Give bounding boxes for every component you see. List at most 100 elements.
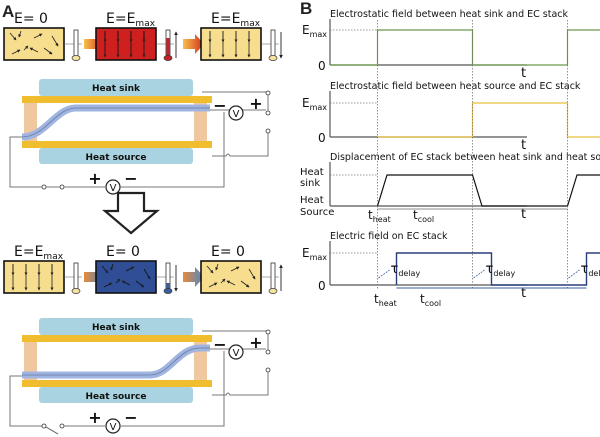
dipole-arrow-icon — [226, 280, 236, 286]
dipole-arrow-icon — [9, 32, 17, 41]
switch-terminal-icon — [41, 423, 47, 429]
panel-label-a: A — [2, 2, 14, 21]
spacer-left — [24, 342, 37, 380]
svg-text:Source: Source — [300, 207, 334, 218]
voltmeter-icon — [228, 105, 244, 121]
chart-title: Electrostatic field between heat source … — [330, 81, 581, 92]
field-label: E=Emax — [106, 11, 156, 29]
voltmeter-icon — [228, 344, 244, 360]
ec-material-box — [95, 260, 157, 294]
voltmeter-label: V — [233, 348, 240, 359]
x-axis-label: t — [521, 138, 526, 153]
process-arrow-icon — [101, 191, 161, 235]
heat-source-label: Heat source — [86, 153, 147, 163]
chart-1: Electrostatic field between heat sink an… — [302, 9, 600, 81]
state-box: E= 0 — [95, 244, 204, 294]
state-box: E=Emax — [200, 11, 283, 61]
dipole-arrow-icon — [135, 280, 145, 288]
dipole-arrow-icon — [101, 265, 109, 274]
state-box: E=Emax — [3, 244, 105, 294]
x-axis-label: t — [521, 207, 526, 222]
dipole-arrow-icon — [33, 33, 43, 39]
dipole-arrow-icon — [240, 280, 250, 288]
dipole-arrow-icon — [206, 265, 214, 274]
state-box: E= 0 — [200, 244, 283, 294]
series-line — [395, 252, 600, 286]
y-tick-label: 0 — [318, 131, 326, 145]
dipole-arrow-icon — [110, 263, 114, 271]
chart-title: Displacement of EC stack between heat si… — [330, 152, 600, 163]
heat-sink-label: Heat sink — [92, 84, 141, 94]
y-tick-label: Emax — [302, 246, 327, 262]
dipole-arrow-icon — [208, 282, 218, 288]
spacer-right — [194, 103, 207, 141]
bottom-row-states: E=Emax E= 0 E= 0 — [3, 244, 283, 294]
dipole-arrow-icon — [121, 280, 131, 286]
dipole-arrow-icon — [220, 278, 226, 284]
chart-title: Electric field on EC stack — [330, 231, 448, 242]
switch-terminal-icon — [41, 184, 47, 190]
heat-sink — [39, 79, 193, 96]
state-box: E=Emax — [95, 11, 204, 61]
dipole-arrow-icon — [125, 266, 135, 272]
ec-stack — [22, 344, 210, 379]
terminal-icon — [265, 367, 271, 373]
dipole-arrow-icon — [248, 268, 256, 280]
field-label: E= 0 — [211, 244, 245, 260]
field-label: E=Emax — [14, 244, 64, 262]
dipole-arrow-icon — [230, 266, 240, 272]
terminal-icon — [265, 90, 271, 96]
ec-material-box — [200, 260, 262, 294]
dipole-arrow-icon — [103, 282, 113, 288]
y-tick-label: 0 — [318, 59, 326, 73]
voltmeter-label: V — [233, 109, 240, 120]
thermometer-icon — [270, 262, 276, 290]
positive-sign: + — [249, 333, 262, 352]
state-box: E= 0 — [3, 11, 105, 61]
interval-label: theat — [368, 208, 391, 224]
transition-arrow-icon — [183, 34, 204, 54]
interval-label: τdelay — [391, 262, 421, 278]
transition-arrow-icon — [183, 267, 204, 287]
timing-charts: Electrostatic field between heat sink an… — [300, 9, 600, 308]
y-tick-label: Emax — [302, 23, 327, 39]
heat-source-label: Heat source — [86, 392, 147, 402]
positive-sign: + — [249, 94, 262, 113]
dipole-arrow-icon — [43, 47, 53, 55]
thermometer-icon — [73, 29, 79, 57]
top-plate — [22, 335, 212, 342]
dipole-arrow-icon — [29, 47, 39, 53]
voltmeter-icon — [105, 179, 121, 195]
negative-sign: − — [124, 408, 137, 427]
y-tick-label: Heat — [300, 167, 324, 178]
dipole-arrow-icon — [143, 268, 151, 280]
chart-title: Electrostatic field between heat sink an… — [330, 9, 568, 20]
terminal-icon — [265, 110, 271, 116]
terminal-icon — [265, 349, 271, 355]
negative-sign: − — [213, 335, 226, 354]
heat-sink — [39, 318, 193, 335]
terminal-icon — [265, 128, 271, 134]
switch-terminal-icon — [59, 423, 65, 429]
series-line — [377, 102, 600, 138]
voltmeter-label: V — [110, 422, 117, 433]
terminal-icon — [265, 329, 271, 335]
dipole-arrow-icon — [51, 35, 59, 47]
ec-material-box — [3, 27, 65, 61]
negative-sign: − — [213, 96, 226, 115]
positive-sign: + — [88, 169, 101, 188]
top-plate — [22, 96, 212, 103]
switch-terminal-icon — [59, 184, 65, 190]
chart-2: Electrostatic field between heat source … — [302, 81, 600, 153]
thermometer-icon — [270, 29, 276, 57]
heat-source — [39, 148, 193, 164]
dipole-arrow-icon — [11, 49, 21, 55]
voltmeter-icon — [105, 418, 121, 434]
bottom-plate — [22, 141, 212, 148]
y-tick-label: 0 — [318, 279, 326, 293]
